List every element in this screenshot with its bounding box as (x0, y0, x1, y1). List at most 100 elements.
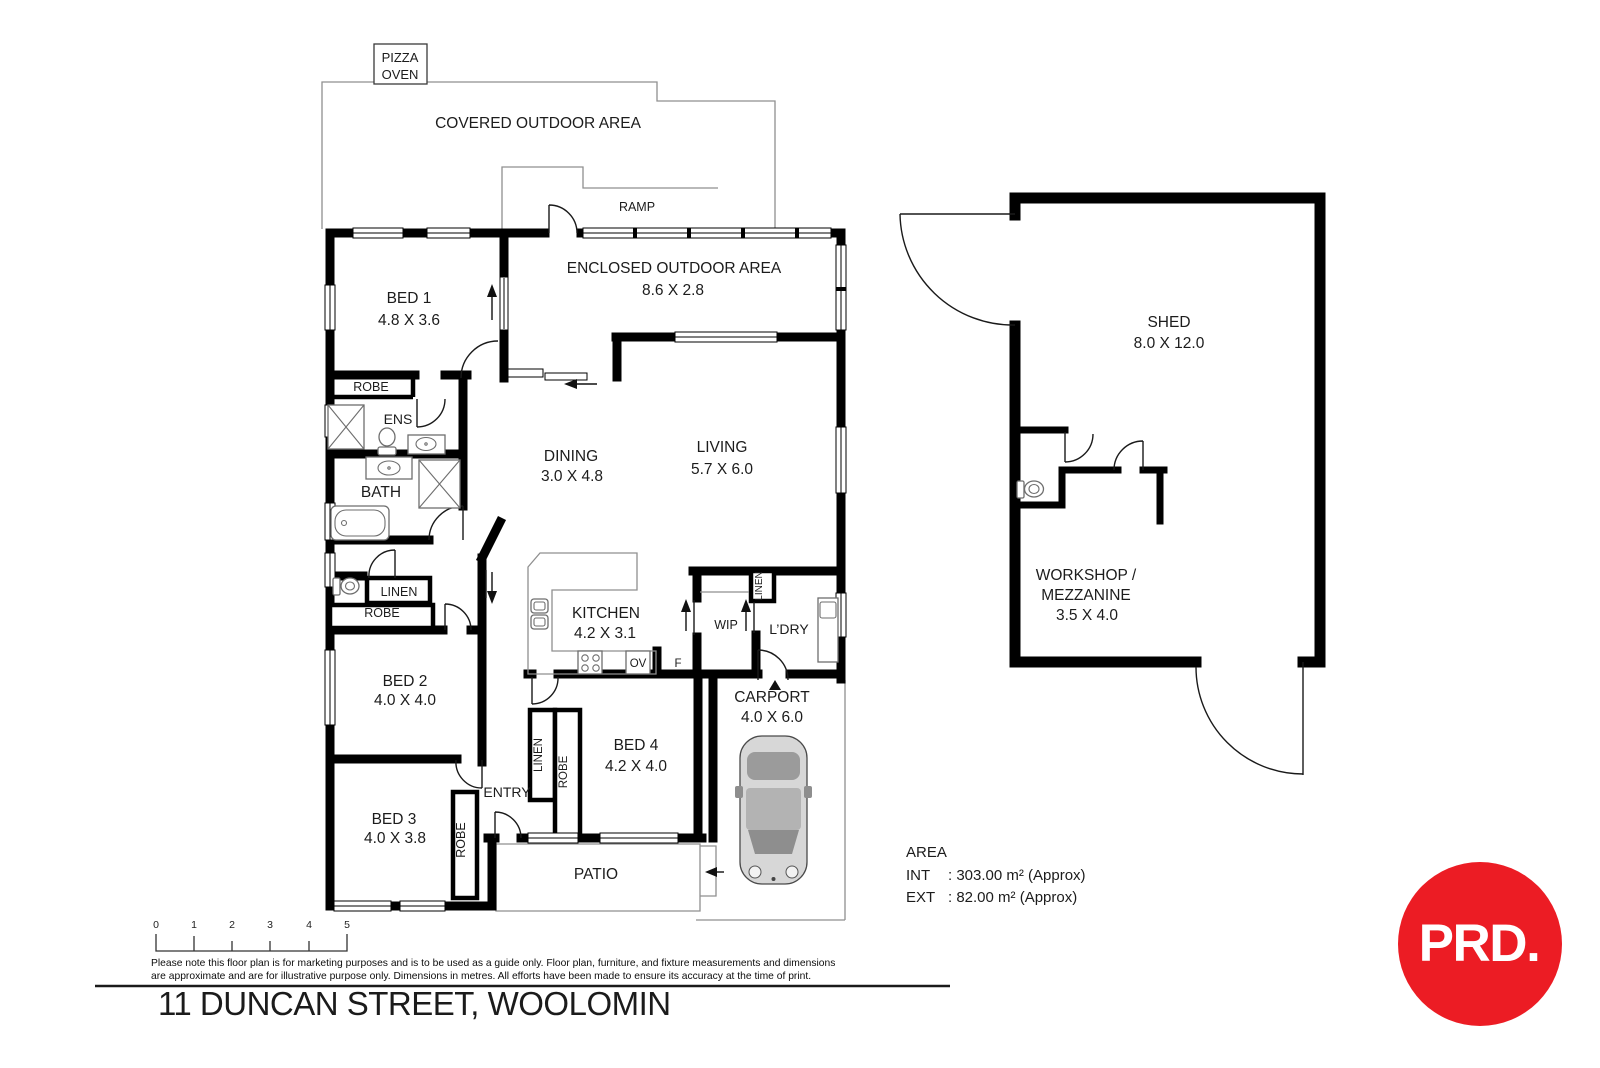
shed-dims: 8.0 X 12.0 (1134, 335, 1205, 352)
car-mirror-right (804, 786, 812, 798)
car-icon (735, 735, 812, 885)
scale-tick-1: 1 (191, 919, 197, 931)
hall-robe-closet (327, 602, 436, 631)
room-dims-bed2: 4.0 X 4.0 (374, 692, 436, 709)
dining-slider-panel-2 (544, 372, 588, 381)
closet-label-robe-hall: ROBE (364, 606, 399, 620)
washing-machine (819, 601, 837, 619)
footer: Please note this floor plan is for marke… (95, 958, 950, 1022)
room-label-bed2: BED 2 (383, 673, 428, 690)
stove (577, 650, 603, 675)
scale-bar: 0 1 2 3 4 5 (153, 919, 350, 952)
room-label-living: LIVING (697, 439, 748, 456)
pizza-oven-label-line2: OVEN (382, 67, 419, 82)
carport-entry-marker (769, 680, 781, 690)
room-label-dining: DINING (544, 448, 598, 465)
bath-vanity-sink (365, 456, 413, 480)
area-summary: AREA INT : 303.00 m² (Approx) EXT : 82.0… (906, 844, 1086, 906)
pizza-oven-label-line1: PIZZA (382, 50, 419, 65)
carport-dims: 4.0 X 6.0 (741, 709, 803, 726)
carport-label: CARPORT (734, 689, 810, 706)
room-label-ens: ENS (384, 411, 413, 427)
room-labels: ENCLOSED OUTDOOR AREA 8.6 X 2.8 BED 1 4.… (353, 260, 810, 883)
ramp-label: RAMP (619, 200, 655, 214)
area-ext-label: EXT (906, 889, 935, 906)
covered-area-outline (321, 81, 776, 229)
direction-markers (487, 284, 781, 877)
shed-label: SHED (1147, 314, 1190, 331)
closet-label-robe-bed4: ROBE (558, 755, 570, 788)
patio-label: PATIO (574, 866, 618, 883)
room-label-wip: WIP (714, 618, 738, 632)
ens-vanity-sink (407, 434, 446, 455)
covered-outdoor-label: COVERED OUTDOOR AREA (435, 115, 641, 132)
scale-tick-2: 2 (229, 919, 235, 931)
appliance-label-fridge: F (674, 658, 681, 670)
shed-walls (1009, 192, 1326, 668)
area-ext-value: : 82.00 m² (Approx) (948, 889, 1077, 906)
carport-edge (696, 680, 846, 921)
shed: SHED 8.0 X 12.0 WORKSHOP / MEZZANINE 3.5… (899, 192, 1326, 775)
scale-tick-4: 4 (306, 919, 312, 931)
page-title: 11 DUNCAN STREET, WOOLOMIN (158, 985, 671, 1022)
ens-shower (327, 404, 365, 450)
scale-tick-0: 0 (153, 919, 159, 931)
door-swings (368, 204, 789, 839)
ramp-outline (501, 166, 718, 229)
shed-toilet (1016, 480, 1045, 499)
room-dims-living: 5.7 X 6.0 (691, 461, 753, 478)
shed-toilet-walls (1011, 426, 1168, 525)
closet-label-robe-bed1: ROBE (353, 380, 388, 394)
door-arrow-up-wip (681, 599, 691, 612)
room-label-bed4: BED 4 (614, 737, 659, 754)
enclosed-outdoor-dims: 8.6 X 2.8 (642, 282, 704, 299)
closet-label-linen-hall: LINEN (381, 585, 418, 599)
room-label-kitchen: KITCHEN (572, 605, 640, 622)
dining-slider-panel-1 (507, 368, 544, 378)
disclaimer-line1: Please note this floor plan is for marke… (151, 958, 835, 969)
shed-doors (899, 213, 1304, 775)
covered-outdoor-area: PIZZA OVEN COVERED OUTDOOR AREA RAMP (321, 43, 776, 229)
closets (327, 379, 777, 901)
slider-arrow-left-dining (564, 379, 577, 389)
closet-label-robe-bed3: ROBE (454, 822, 468, 857)
slider-arrow-down-hall (487, 591, 497, 604)
car-mirror-left (735, 786, 743, 798)
enclosed-outdoor-label: ENCLOSED OUTDOOR AREA (567, 260, 782, 277)
pizza-oven-box (373, 43, 428, 85)
bath-shower (418, 459, 461, 509)
ens-toilet (377, 427, 397, 456)
door-arrow-up-ldry (741, 599, 751, 612)
slider-arrow-up-bed1 (487, 284, 497, 297)
appliance-label-oven: OV (630, 658, 647, 670)
wc-toilet (332, 577, 360, 596)
fixtures (327, 404, 839, 675)
room-label-bed1: BED 1 (387, 290, 432, 307)
windows (324, 227, 847, 912)
workshop-label-line2: MEZZANINE (1041, 587, 1131, 604)
room-dims-bed3: 4.0 X 3.8 (364, 830, 426, 847)
scale-bar-line (155, 934, 348, 952)
scale-tick-5: 5 (344, 919, 350, 931)
kitchen-counter (527, 552, 657, 675)
bathtub (330, 505, 390, 541)
bed1-robe-closet (331, 379, 416, 400)
workshop-label-line1: WORKSHOP / (1036, 567, 1137, 584)
bed3-robe-closet (450, 789, 480, 901)
room-label-bed3: BED 3 (372, 811, 417, 828)
disclaimer-line2: are approximate and are for illustrative… (151, 971, 811, 982)
laundry-bench (817, 597, 839, 663)
closet-label-linen-wip: LINEN (754, 571, 765, 600)
oven-box (625, 650, 651, 675)
prd-logo-text: PRD. (1419, 914, 1540, 973)
scale-tick-3: 3 (267, 919, 273, 931)
wip-linen-closet (748, 568, 777, 604)
area-int-label: INT (906, 867, 930, 884)
room-dims-bed1: 4.8 X 3.6 (378, 312, 440, 329)
closet-label-linen-bed4: LINEN (533, 738, 545, 772)
room-label-entry: ENTRY (483, 784, 531, 800)
patio-arrow-left (705, 867, 717, 877)
prd-logo: PRD. (1398, 862, 1562, 1026)
